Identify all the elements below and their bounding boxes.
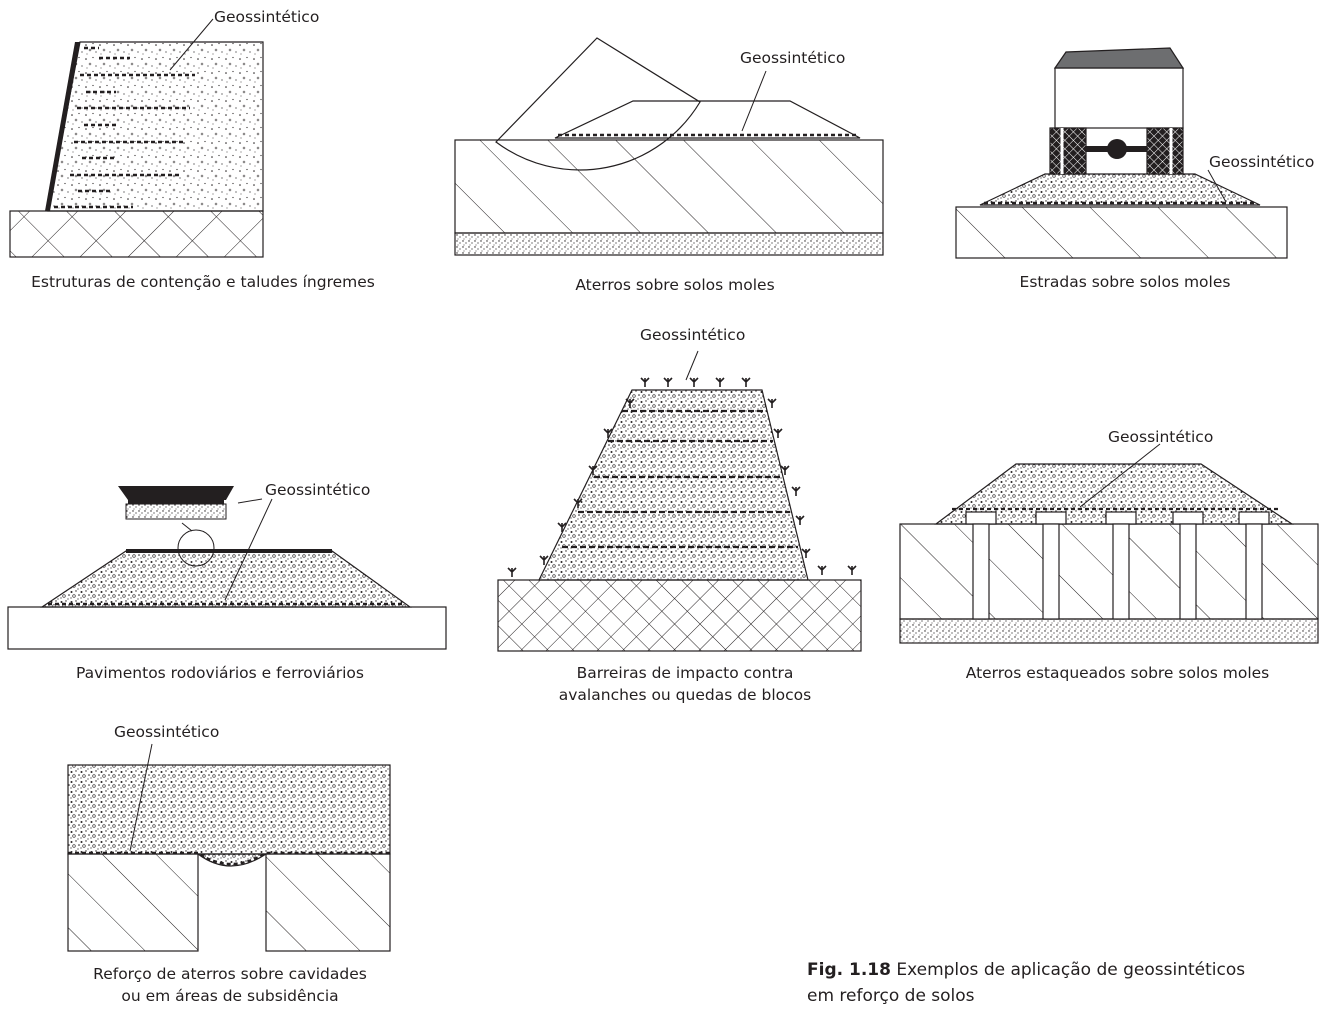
figure-caption-line1: Fig. 1.18 Exemplos de aplicação de geoss…: [807, 957, 1327, 983]
label-geosynthetic-embankment: Geossintético: [740, 49, 846, 67]
label-geosynthetic-pavements: Geossintético: [265, 481, 371, 499]
label-geosynthetic-piled: Geossintético: [1108, 428, 1214, 446]
caption-cavities: Reforço de aterros sobre cavidades ou em…: [60, 963, 400, 1007]
caption-embankment: Aterros sobre solos moles: [575, 276, 775, 294]
panel-pavements: [7, 486, 447, 650]
caption-pavements: Pavimentos rodoviários e ferroviários: [76, 664, 364, 682]
caption-cavities-line2: ou em áreas de subsidência: [121, 987, 339, 1005]
panel-impact-barriers: [497, 350, 862, 652]
figure-number: Fig. 1.18: [807, 960, 891, 980]
panel-piled-embankments: [899, 443, 1319, 644]
figure-caption-line2: em reforço de solos: [807, 986, 975, 1006]
panel-retaining-wall: [9, 18, 264, 258]
caption-barriers: Barreiras de impacto contra avalanches o…: [520, 662, 850, 706]
panel-roads-soft-soil: [955, 47, 1288, 259]
label-geosynthetic-roads: Geossintético: [1209, 153, 1315, 171]
caption-retaining: Estruturas de contenção e taludes íngrem…: [31, 273, 375, 291]
figure-caption: Fig. 1.18 Exemplos de aplicação de geoss…: [807, 957, 1327, 1009]
caption-roads: Estradas sobre solos moles: [1019, 273, 1231, 291]
label-geosynthetic-cavities: Geossintético: [114, 723, 220, 741]
label-geosynthetic-barriers: Geossintético: [640, 326, 746, 344]
caption-barriers-line2: avalanches ou quedas de blocos: [558, 686, 812, 704]
caption-barriers-line1: Barreiras de impacto contra: [576, 664, 794, 682]
label-geosynthetic-retaining: Geossintético: [214, 8, 320, 26]
panel-cavities: [67, 743, 391, 952]
figure-caption-text1: Exemplos de aplicação de geossintéticos: [890, 960, 1246, 980]
caption-cavities-line1: Reforço de aterros sobre cavidades: [93, 965, 367, 983]
caption-piled: Aterros estaqueados sobre solos moles: [965, 664, 1270, 682]
panel-embankment-soft-soil: [454, 37, 884, 256]
